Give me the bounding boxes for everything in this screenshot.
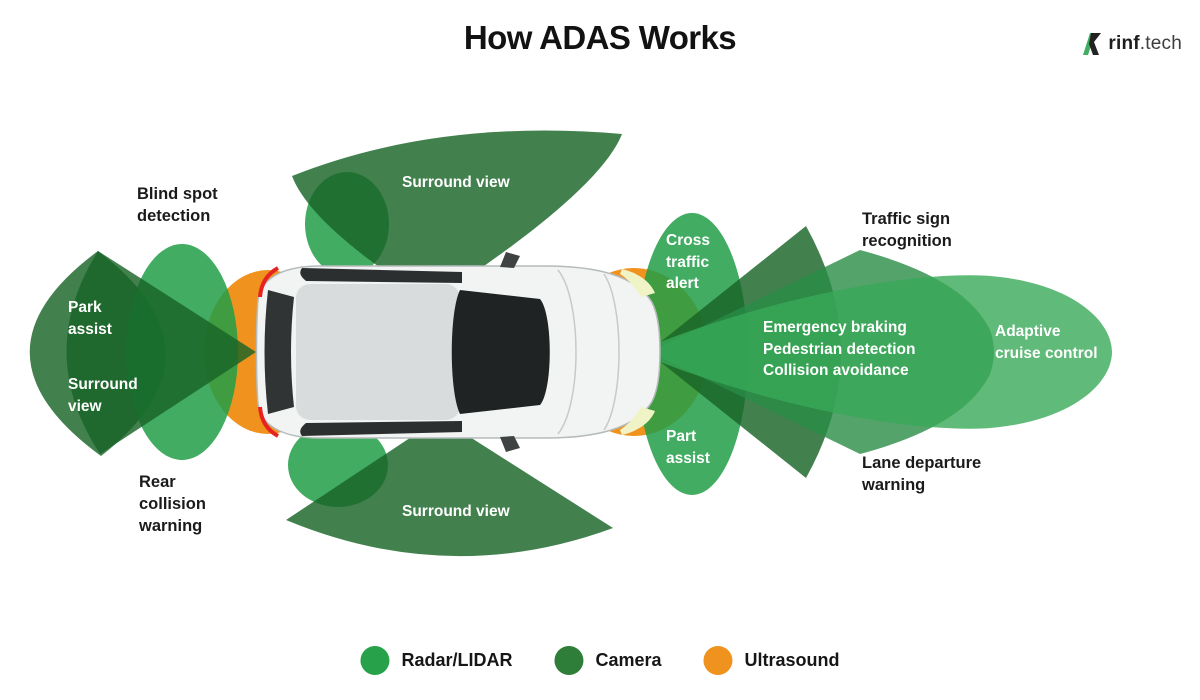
car-roof [296,284,460,420]
legend-item-camera: Camera [554,646,662,675]
car-hood-seam [557,269,577,435]
label-emergency-group: Emergency braking Pedestrian detection C… [763,319,916,379]
camera-color-dot [554,646,584,675]
label-part-assist: Part assist [666,428,710,467]
label-traffic-sign-recognition: Traffic sign recognition [862,210,952,250]
label-surround-view-left: Surround view [68,376,138,415]
brand-name-rest: .tech [1139,32,1182,54]
car-mirror-top [500,252,520,268]
label-park-assist: Park assist [68,299,112,338]
legend-item-ultrasound: Ultrasound [703,646,840,675]
car-side-windows-bottom [300,421,462,436]
legend: Radar/LIDAR Camera Ultrasound [360,646,840,675]
car-taillight-top [258,266,280,298]
label-surround-view-top: Surround view [402,174,510,191]
radar-lidar-color-dot [360,646,390,675]
zone-surround-view-bottom-camera [286,418,613,557]
car-rear-window [264,290,294,414]
car-headlight-bottom [620,407,655,435]
brand-logo: rinf.tech [1082,31,1182,56]
page-title: How ADAS Works [463,19,737,56]
rinf-logo-icon [1083,33,1102,55]
brand-logo-text: rinf.tech [1108,33,1182,55]
zone-rear-camera-cone [66,251,256,454]
legend-label: Camera [595,650,662,670]
label-surround-view-bottom: Surround view [402,503,510,520]
car-hood-seam [603,273,620,431]
car-side-windows-top [300,268,462,283]
legend-label: Radar/LIDAR [401,650,513,670]
car-taillight-bottom [258,406,280,438]
label-rear-collision-warning: Rear collision warning [139,473,206,535]
car-windshield [451,290,550,414]
car-mirror-bottom [500,436,520,452]
label-blind-spot-detection: Blind spot detection [137,185,218,225]
zone-surround-view-top-camera [292,130,622,302]
brand-name-bold: rinf [1108,32,1140,54]
label-adaptive-cruise-control: Adaptive cruise control [995,323,1098,362]
legend-label: Ultrasound [744,650,840,670]
label-lane-departure-warning: Lane departure warning [862,454,982,494]
ultrasound-color-dot [703,646,733,675]
car-top-view [255,252,661,452]
car-headlight-top [620,269,655,297]
label-cross-traffic-alert: Cross traffic alert [666,232,710,292]
zone-adaptive-cruise-radar [650,275,1112,429]
legend-item-radar-lidar: Radar/LIDAR [360,646,512,675]
